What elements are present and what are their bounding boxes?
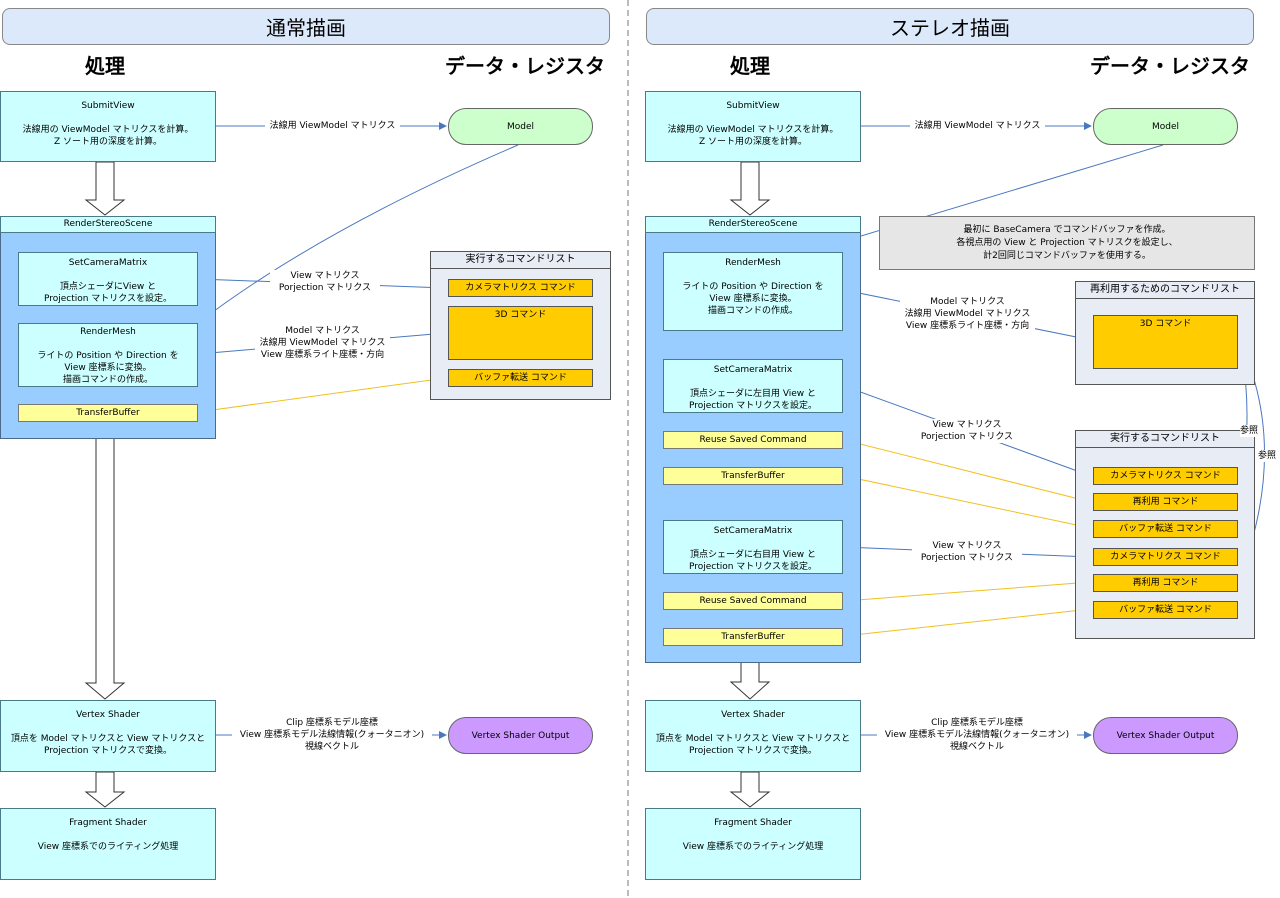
model-register: Model xyxy=(1093,108,1238,145)
vertex-shader-output: Vertex Shader Output xyxy=(448,717,593,754)
transferbuffer-box: TransferBuffer xyxy=(663,628,843,646)
transferbuffer-box: TransferBuffer xyxy=(18,404,198,422)
note-box: 最初に BaseCamera でコマンドバッファを作成。各視点用の View と… xyxy=(879,216,1255,270)
command-item: バッファ転送 コマンド xyxy=(1093,520,1238,538)
model-register: Model xyxy=(448,108,593,145)
renderstereoscene-header: RenderStereoScene xyxy=(645,216,861,233)
command-item: カメラマトリクス コマンド xyxy=(1093,548,1238,566)
column-header-process: 処理 xyxy=(85,54,125,78)
command-item: 再利用 コマンド xyxy=(1093,493,1238,511)
command-item: カメラマトリクス コマンド xyxy=(448,279,593,297)
transferbuffer-box: TransferBuffer xyxy=(663,467,843,485)
column-header-process: 処理 xyxy=(730,54,770,78)
command-item: バッファ転送 コマンド xyxy=(448,369,593,387)
command-item: 再利用 コマンド xyxy=(1093,574,1238,592)
section-title-stereo: ステレオ描画 xyxy=(646,8,1254,45)
edge-label: 法線用 ViewModel マトリクス xyxy=(910,120,1045,132)
reuse-saved-command-box: Reuse Saved Command xyxy=(663,592,843,610)
command-item: カメラマトリクス コマンド xyxy=(1093,467,1238,485)
command-item: バッファ転送 コマンド xyxy=(1093,601,1238,619)
vertex-shader-output: Vertex Shader Output xyxy=(1093,717,1238,754)
column-header-data: データ・レジスタ xyxy=(1090,54,1250,78)
section-title-normal: 通常描画 xyxy=(2,8,610,45)
reference-label: 参照 xyxy=(1240,425,1259,437)
reuse-saved-command-box: Reuse Saved Command xyxy=(663,431,843,449)
renderstereoscene-header: RenderStereoScene xyxy=(0,216,216,233)
reference-label: 参照 xyxy=(1258,450,1277,462)
command-item: 3D コマンド xyxy=(448,306,593,360)
column-header-data: データ・レジスタ xyxy=(445,54,605,78)
command-item: 3D コマンド xyxy=(1093,315,1238,369)
edge-label: 法線用 ViewModel マトリクス xyxy=(265,120,400,132)
